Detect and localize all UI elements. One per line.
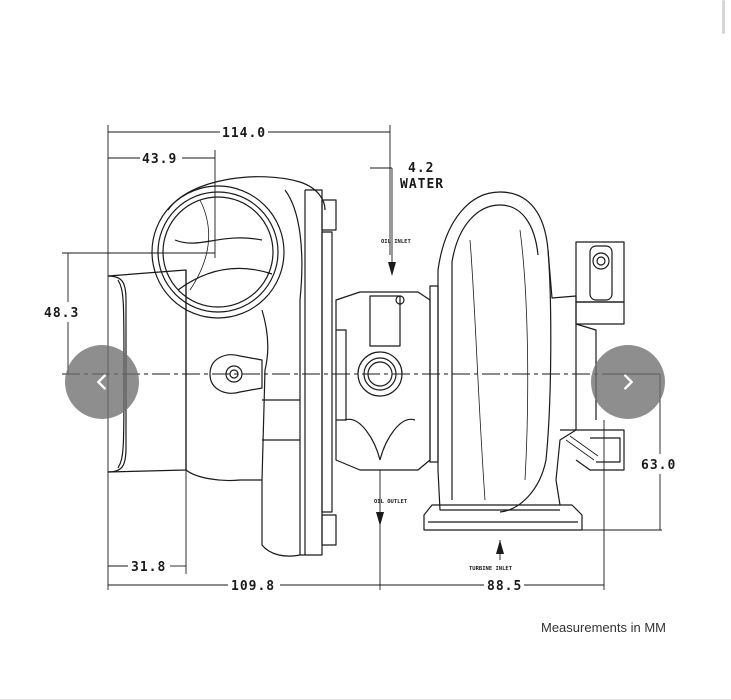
label-water: WATER xyxy=(400,177,444,192)
dim-compressor-inlet-offset: 43.9 xyxy=(142,152,177,167)
scrollbar[interactable] xyxy=(722,0,725,34)
label-oil-outlet: OIL OUTLET xyxy=(374,499,408,505)
chevron-right-icon xyxy=(624,374,633,390)
chevron-left-icon xyxy=(97,374,106,390)
previous-image-button[interactable] xyxy=(65,345,139,419)
dim-compressor-flange: 31.8 xyxy=(131,560,166,575)
dim-overall-length: 114.0 xyxy=(222,126,266,141)
label-turbine-inlet: TURBINE INLET xyxy=(469,566,513,572)
label-oil-inlet: OIL INLET xyxy=(381,239,411,245)
dim-water-port: 4.2 xyxy=(408,161,434,176)
dim-center-to-turbine: 88.5 xyxy=(487,579,522,594)
measurement-caption: Measurements in MM xyxy=(541,620,666,635)
dim-compressor-height: 48.3 xyxy=(44,306,79,321)
next-image-button[interactable] xyxy=(591,345,665,419)
dim-compressor-to-center: 109.8 xyxy=(231,579,275,594)
dim-turbine-height: 63.0 xyxy=(641,458,676,473)
